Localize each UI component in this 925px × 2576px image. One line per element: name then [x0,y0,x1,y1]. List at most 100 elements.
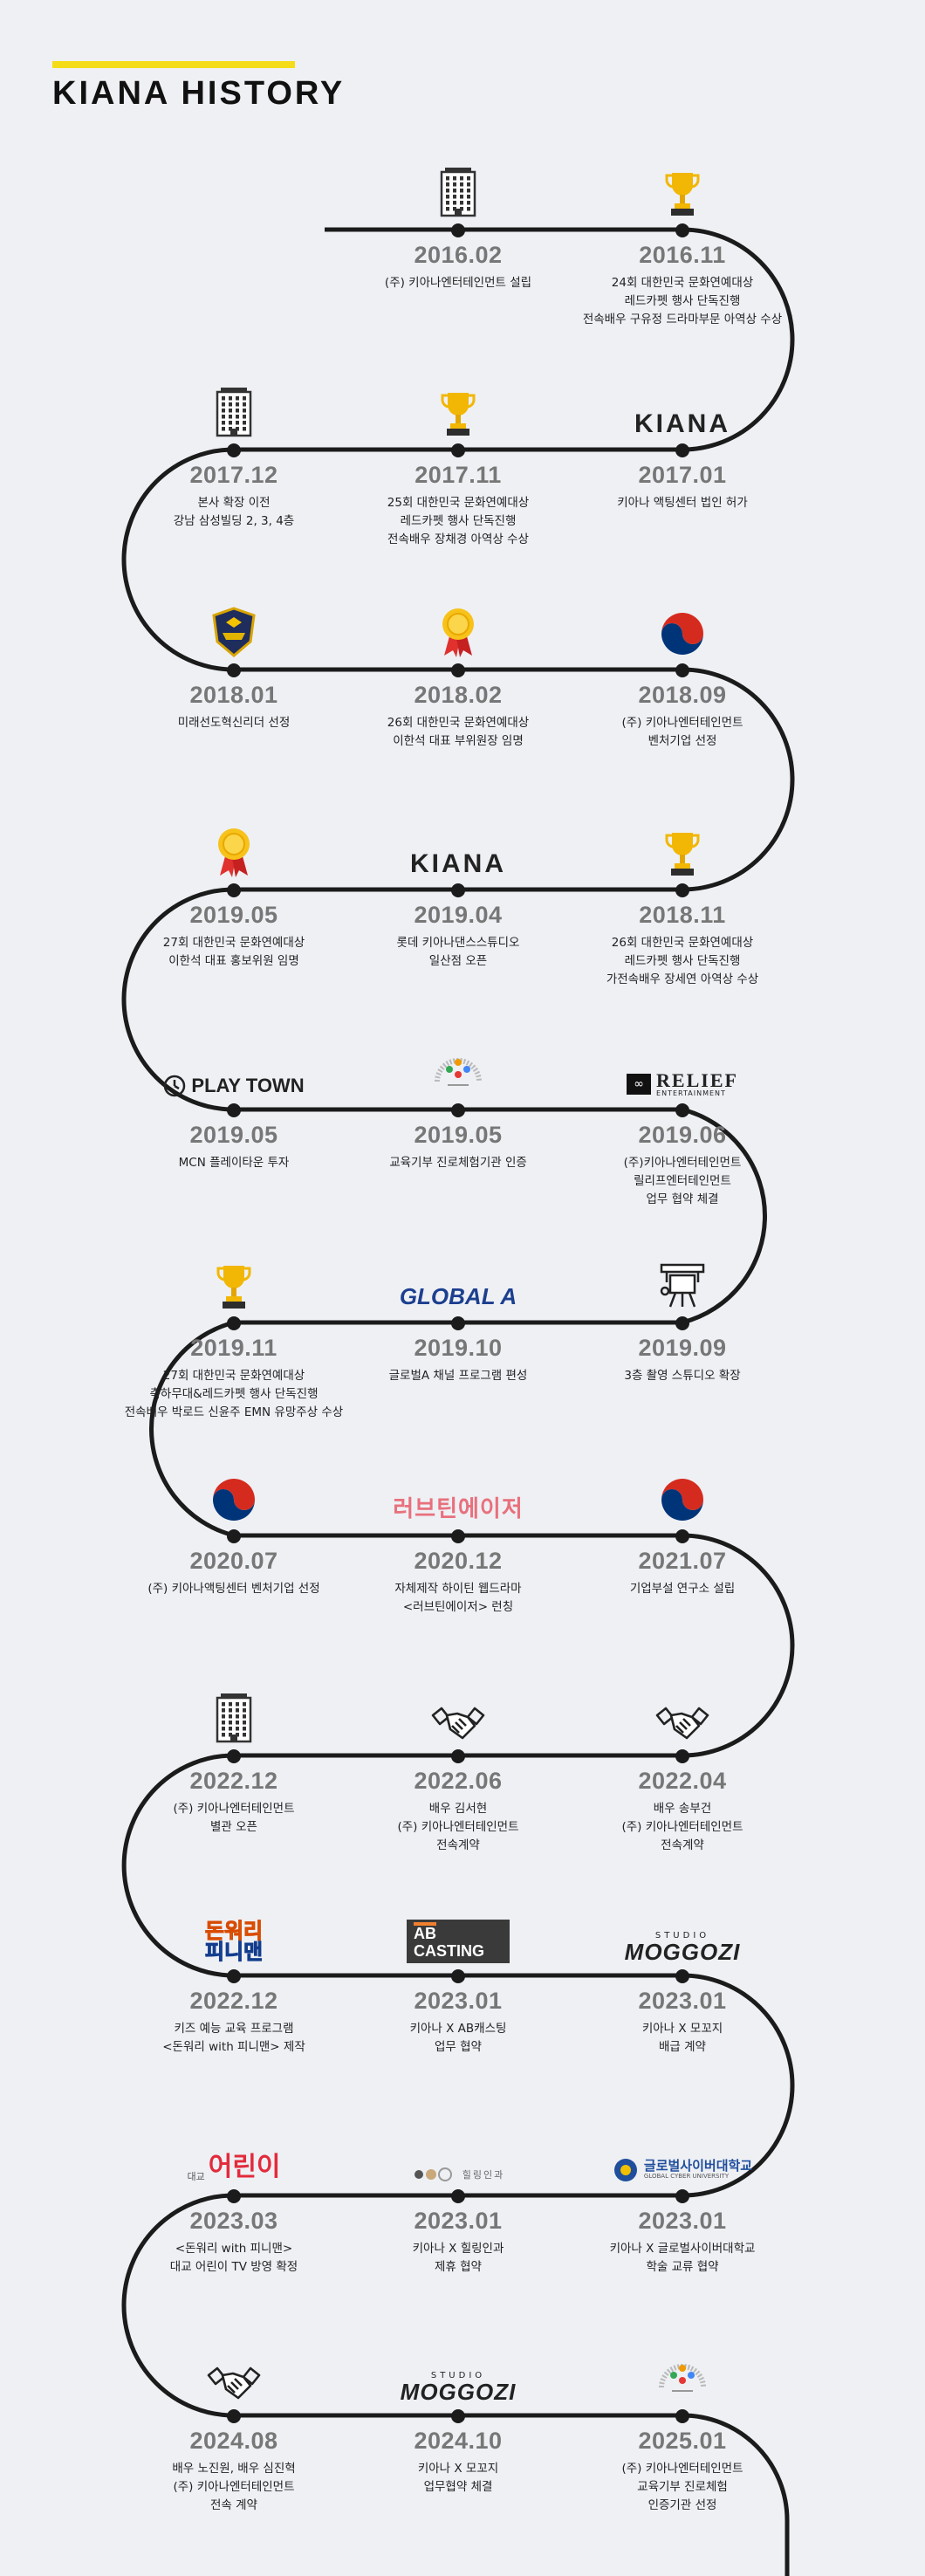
event-date: 2016.11 [639,242,726,268]
global-a-logo-text: GLOBAL A [399,1283,517,1309]
timeline-event: 2019.05 27회 대한민국 문화연예대상 이한석 대표 홍보위원 임명 [120,813,347,971]
event-date: 2023.01 [638,2208,727,2234]
event-description: <돈워리 with 피니맨> 대교 어린이 TV 방영 확정 [169,2242,298,2274]
timeline-dot [451,1969,465,1983]
timeline-dot [451,1749,465,1763]
event-date: 2021.07 [638,1548,727,1574]
timeline-event: 2018.02 26회 대한민국 문화연예대상 이한석 대표 부위원장 임명 [345,593,572,751]
event-description: 글로벌A 채널 프로그램 편성 [388,1369,528,1383]
timeline-event: 러브틴에이저 2020.12 자체제작 하이틴 웹드라마 <러브틴에이저> 런칭 [345,1459,572,1617]
timeline-dot [451,1529,465,1543]
event-description: 본사 확장 이전 강남 삼성빌딩 2, 3, 4층 [173,496,295,528]
event-description: 27회 대한민국 문화연예대상 이한석 대표 홍보위원 임명 [162,936,305,968]
timeline-dot [675,2189,689,2203]
timeline-dot [675,443,689,457]
timeline-event: 2016.11 24회 대한민국 문화연예대상 레드카펫 행사 단독진행 전속배… [569,153,796,329]
eorini-logo-text: 어린이 [208,2153,281,2181]
timeline-event: ∞ RELIEF ENTERTAINMENT 2019.06 (주)키아나엔터테… [569,1033,796,1209]
event-date: 2017.01 [638,462,727,488]
event-date: 2017.12 [189,462,278,488]
timeline-dot [675,1529,689,1543]
timeline-dot [451,223,465,237]
event-description: 배우 김서현 (주) 키아나엔터테인먼트 전속계약 [397,1802,519,1852]
relief-logo-sub: ENTERTAINMENT [656,1089,726,1097]
timeline-event: GLOBAL A 2019.10 글로벌A 채널 프로그램 편성 [345,1246,572,1385]
event-description: 키아나 X 힐링인과 제휴 협약 [412,2242,504,2274]
timeline-event: 2022.04 배우 송부건 (주) 키아나엔터테인먼트 전속계약 [569,1679,796,1855]
timeline-event: 2024.08 배우 노진원, 배우 심진혁 (주) 키아나엔터테인먼트 전속 … [120,2339,347,2515]
relief-logo: ∞ RELIEF ENTERTAINMENT [569,1033,796,1097]
donuri-logo: 돈워리 피니맨 [120,1899,347,1963]
handshake-icon [569,1679,796,1743]
timeline-event: 2025.01 (주) 키아나엔터테인먼트 교육기부 진로체험 인증기관 선정 [569,2339,796,2515]
timeline-dot [675,1103,689,1117]
event-description: 키아나 X 모꼬지 배급 계약 [641,2022,723,2054]
timeline-dot [675,2409,689,2423]
event-description: 26회 대한민국 문화연예대상 이한석 대표 부위원장 임명 [387,716,530,748]
event-description: 키아나 X 모꼬지 업무협약 체결 [417,2462,499,2494]
event-description: 기업부설 연구소 설립 [629,1582,736,1596]
moggozi-logo-sub: STUDIO [430,2371,486,2380]
kiana-logo-text: KIANA [634,409,730,438]
trophy-icon [345,373,572,437]
timeline-dot [675,1749,689,1763]
timeline-event: 돈워리 피니맨 2022.12 키즈 예능 교육 프로그램 <돈워리 with … [120,1899,347,2057]
event-date: 2020.12 [414,1548,503,1574]
timeline-event: KIANA 2017.01 키아나 액팅센터 법인 허가 [569,373,796,512]
daegyo-logo-sub: 대교 [187,2171,205,2182]
daegyo-logo: 대교 어린이 [120,2119,347,2183]
event-date: 2019.06 [638,1122,727,1148]
timeline-dot [675,1316,689,1330]
timeline-event: KIANA 2019.04 롯데 키아나댄스스튜디오 일산점 오픈 [345,813,572,971]
cyber-univ-logo: 글로벌사이버대학교 GLOBAL CYBER UNIVERSITY [569,2119,796,2183]
relief-logo-text: RELIEF [656,1069,738,1091]
event-date: 2023.01 [414,1988,503,2014]
moggozi-logo: STUDIO MOGGOZI [345,2339,572,2405]
event-date: 2020.07 [189,1548,278,1574]
ab-casting-logo: AB CASTING [345,1899,572,1963]
taegeuk-icon [569,1459,796,1523]
timeline-dot [451,1316,465,1330]
event-description: 24회 대한민국 문화연예대상 레드카펫 행사 단독진행 전속배우 구유정 드라… [582,276,783,326]
timeline-event: 2018.09 (주) 키아나엔터테인먼트 벤처기업 선정 [569,593,796,751]
pinyman-logo-text: 피니맨 [204,1941,264,1964]
timeline-event: PLAY TOWN 2019.05 MCN 플레이타운 투자 [120,1033,347,1172]
event-date: 2018.01 [189,682,278,708]
medal-icon [120,813,347,877]
event-date: 2019.05 [189,1122,278,1148]
timeline-dot [227,1103,241,1117]
timeline-dot [227,2189,241,2203]
taegeuk-icon [120,1459,347,1523]
timeline-event: 2022.06 배우 김서현 (주) 키아나엔터테인먼트 전속계약 [345,1679,572,1855]
trophy-icon [569,813,796,877]
edu-cert-icon [569,2339,796,2403]
event-date: 2016.02 [414,242,503,268]
lovetin-logo-text: 러브틴에이저 [393,1495,524,1522]
playtown-logo-text: PLAY TOWN [191,1075,305,1096]
event-date: 2024.08 [189,2428,278,2454]
timeline-dot [227,1749,241,1763]
shield-badge-icon [120,593,347,657]
timeline-event: 글로벌사이버대학교 GLOBAL CYBER UNIVERSITY 2023.0… [569,2119,796,2277]
page-title: KIANA HISTORY [52,75,346,112]
moggozi-logo-sub: STUDIO [654,1931,710,1941]
event-date: 2018.11 [639,902,726,928]
timeline-event: 2018.01 미래선도혁신리더 선정 [120,593,347,732]
playtown-logo: PLAY TOWN [120,1033,347,1097]
event-date: 2022.06 [414,1768,503,1794]
event-date: 2018.09 [638,682,727,708]
timeline-event: 2019.09 3층 촬영 스튜디오 확장 [569,1246,796,1385]
ab-casting-logo-box: AB CASTING [407,1920,510,1963]
global-a-logo: GLOBAL A [345,1246,572,1310]
timeline-event: 2017.12 본사 확장 이전 강남 삼성빌딩 2, 3, 4층 [120,373,347,531]
timeline-dot [227,883,241,897]
timeline-dot [675,883,689,897]
timeline-dot [675,663,689,677]
timeline-event: 2019.05 교육기부 진로체험기관 인증 [345,1033,572,1172]
event-date: 2019.11 [190,1335,278,1361]
event-date: 2019.10 [414,1335,503,1361]
moggozi-logo-text: MOGGOZI [400,2379,517,2405]
timeline-event: 2018.11 26회 대한민국 문화연예대상 레드카펫 행사 단독진행 가전속… [569,813,796,989]
event-description: 키아나 액팅센터 법인 허가 [617,496,748,510]
healing-logo-text: 힐링인과 [462,2169,505,2181]
